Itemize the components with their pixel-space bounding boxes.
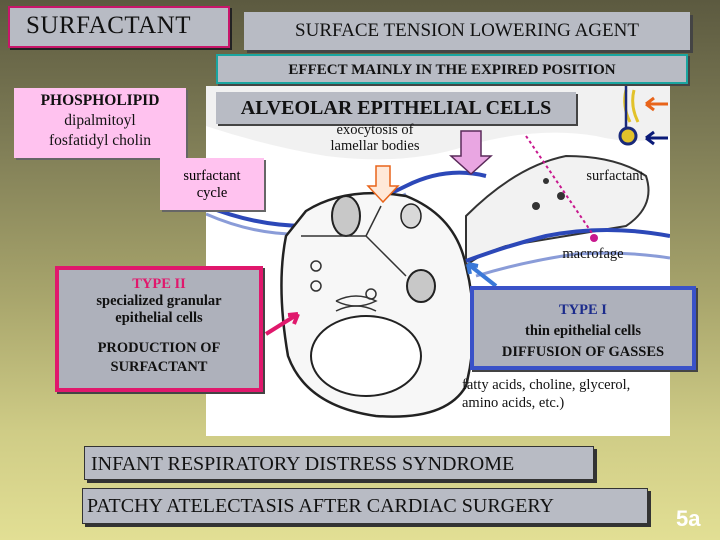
phospholipid-box: PHOSPHOLIPID dipalmitoyl fosfatidyl chol…: [14, 88, 186, 158]
phospholipid-line2: dipalmitoyl: [64, 112, 136, 129]
arrow-blue-head-icon: [466, 262, 479, 275]
arrow-orange-head-icon: [645, 96, 655, 112]
patchy-atelectasis-banner: PATCHY ATELECTASIS AFTER CARDIAC SURGERY: [82, 488, 648, 524]
lamellar-body: [400, 203, 422, 229]
arrow-blue-icon: [466, 262, 498, 288]
type1-title: TYPE I: [559, 302, 607, 318]
vesicle: [310, 260, 322, 272]
slide-number: 5a: [676, 506, 701, 531]
macrophage-endpoint: [590, 234, 598, 242]
fatty-line1: fatty acids, choline, glycerol,: [462, 377, 631, 393]
cycle-paths: [301, 205, 407, 277]
exocytosis-line1: exocytosis of: [336, 122, 414, 138]
exocytosis-label: exocytosis of lamellar bodies: [300, 122, 450, 154]
cycle-line2: cycle: [196, 185, 228, 201]
type1-membrane-inner: [475, 251, 671, 278]
type1-box: TYPE I thin epithelial cells DIFFUSION O…: [470, 286, 696, 370]
slide-title: SURFACTANT: [8, 6, 230, 48]
arrow-navy-head-icon: [645, 130, 655, 146]
fatty-acids-note: fatty acids, choline, glycerol, amino ac…: [462, 376, 682, 416]
golgi: [335, 295, 378, 307]
alveolar-illustration: [205, 86, 671, 436]
type1-dot: [543, 178, 549, 184]
exocytosis-line2: lamellar bodies: [330, 138, 420, 154]
surfactant-flow-arrow: [366, 165, 400, 204]
infant-rds-banner: INFANT RESPIRATORY DISTRESS SYNDROME: [84, 446, 594, 480]
type2-prod-line1: PRODUCTION OF: [97, 340, 221, 356]
phospholipid-line1: PHOSPHOLIPID: [40, 92, 160, 109]
exocytosis-arrow: [449, 130, 493, 176]
type2-desc-line1: specialized granular: [96, 293, 222, 309]
type2-desc-line2: epithelial cells: [115, 310, 203, 326]
lamellar-body: [406, 269, 436, 303]
phospholipid-head-icon: [618, 126, 638, 146]
type1-diffusion: DIFFUSION OF GASSES: [501, 344, 665, 360]
type1-dot: [532, 202, 540, 210]
lamellar-body: [331, 195, 361, 237]
arrow-magenta-icon: [264, 312, 300, 336]
type2-production: PRODUCTION OF SURFACTANT: [59, 339, 259, 377]
effect-banner: EFFECT MAINLY IN THE EXPIRED POSITION: [216, 54, 688, 84]
macrofage-label: macrofage: [562, 246, 624, 262]
macrophage-path: [525, 135, 595, 237]
type2-title: TYPE II: [132, 276, 186, 292]
slide-subtitle: SURFACE TENSION LOWERING AGENT: [244, 12, 690, 50]
type2-prod-line2: SURFACTANT: [110, 359, 208, 375]
cycle-line1: surfactant: [183, 168, 241, 184]
phospholipid-tail-icon: [631, 89, 640, 123]
type1-dot: [557, 192, 565, 200]
phospholipid-line3: fosfatidyl cholin: [48, 132, 152, 149]
arrow-magenta-head-icon: [287, 312, 300, 325]
type2-nucleus: [310, 315, 422, 397]
type2-box: TYPE II specialized granular epithelial …: [55, 266, 263, 392]
golgi: [335, 305, 377, 312]
vesicle: [310, 280, 322, 292]
surfactant-cycle-box: surfactant cycle: [160, 158, 264, 210]
fatty-line2: amino acids, etc.): [462, 395, 565, 411]
type1-membrane: [465, 228, 671, 263]
type1-desc: thin epithelial cells: [525, 323, 641, 339]
alveolar-heading: ALVEOLAR EPITHELIAL CELLS: [216, 92, 576, 124]
surfactant-label: surfactant: [586, 168, 644, 184]
